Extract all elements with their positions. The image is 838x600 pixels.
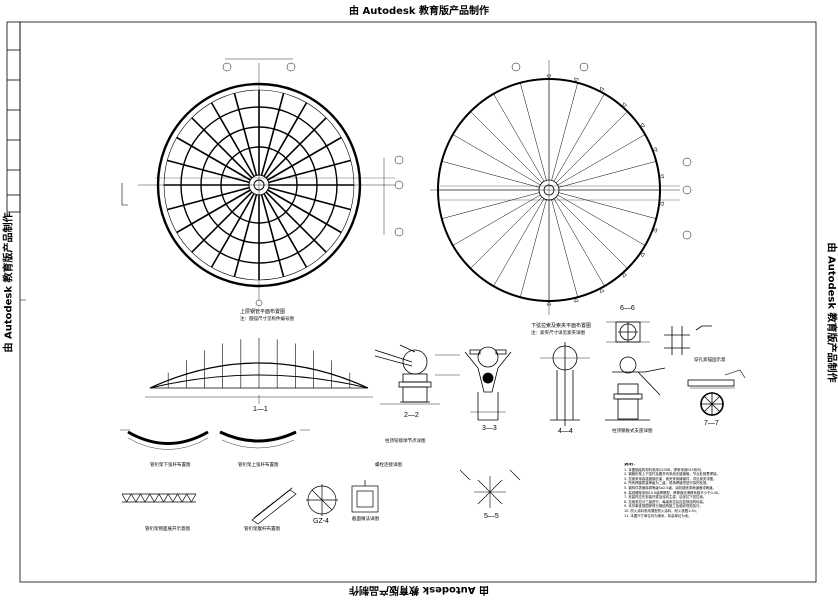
- left-plan-note: 注：圆弧尺寸见构件编号图: [240, 317, 294, 322]
- note-line: 6. 高强螺栓采用10.9级摩擦型，摩擦面抗滑移系数不小于0.45。: [624, 490, 722, 495]
- truss-side-unfold: [121, 487, 297, 525]
- detail-4-4: [540, 342, 590, 426]
- left-title-strip: [6, 21, 21, 213]
- detail-3-3: [464, 346, 512, 421]
- caption-lower-chord: 管桁架下弦杆布置图: [150, 463, 191, 468]
- gz4-detail: [306, 484, 338, 516]
- section-3-3-label: 3—3: [482, 425, 497, 432]
- lower-chord-plan: [120, 429, 310, 450]
- section-1-1-label: 1—1: [253, 406, 268, 413]
- note-line: 7. 安装时应先安装环梁及径向主梁，后张拉下弦拉索。: [624, 495, 707, 500]
- caption-cable-anchor: 穿孔索锚固示意: [694, 358, 726, 363]
- note-line: 3. 拉索采用高强度钢丝束，索夹采用铸钢件，详见索夹详图。: [624, 476, 717, 481]
- upper-steel-plan: [121, 58, 404, 307]
- detail-7-7: [687, 369, 746, 416]
- watermark-left: 由 Autodesk 教育版产品制作: [3, 212, 15, 353]
- note-line: 5. 钢构件表面除锈等级Sa2.5级，涂防锈底漆两道面漆两道。: [624, 485, 716, 490]
- right-plan-note: 注：索夹尺寸详见索夹详图: [531, 331, 585, 336]
- caption-column-base: 柱顶钢板式支座详图: [612, 429, 653, 434]
- detail-2-2: [374, 344, 460, 405]
- column-base-detail: [605, 356, 666, 421]
- note-line: 11. 本图尺寸单位均为毫米，标高单位为米。: [624, 513, 692, 518]
- section-4-4-label: 4—4: [558, 428, 573, 435]
- general-notes: 说明： 1. 本图钢结构材料采用Q235B，焊条采用E43系列。 2. 钢管桁架…: [624, 463, 746, 518]
- caption-web-plan: 管桁架腹杆布置图: [244, 527, 280, 532]
- caption-section: 截面做法详图: [352, 517, 379, 522]
- caption-ball-joint: 柱顶铰接球节点详图: [385, 439, 426, 444]
- detail-6-6: [606, 321, 650, 343]
- note-line: 4. 所有焊缝质量等级为二级，现场焊缝须进行探伤检测。: [624, 481, 710, 486]
- note-line: 8. 拉索张拉分三级进行，每级张拉后应复核结构标高。: [624, 499, 707, 504]
- section-7-7-label: 7—7: [704, 420, 719, 427]
- watermark-top: 由 Autodesk 教育版产品制作: [348, 6, 489, 17]
- outer-frame: [19, 21, 817, 583]
- note-line: 10. 防火涂料采用薄型防火涂料，耐火极限1.5h。: [624, 508, 700, 513]
- watermark-right: 由 Autodesk 教育版产品制作: [825, 242, 837, 383]
- section-5-5-label: 5—5: [484, 513, 499, 520]
- lower-cable-plan: [430, 60, 692, 315]
- left-plan-title: 上层钢管平面布置图: [240, 309, 286, 315]
- note-line: 9. 未尽事宜按国家现行钢结构施工及验收规范执行。: [624, 504, 703, 509]
- gz4-label: GZ-4: [313, 518, 329, 525]
- cable-anchor-detail: [664, 325, 712, 355]
- caption-side-unfold: 管桁架侧面展开示意图: [145, 527, 190, 532]
- watermark-bottom: 由 Autodesk 教育版产品制作: [349, 584, 490, 595]
- caption-upper-chord: 管桁架上弦杆布置图: [238, 463, 279, 468]
- notes-title: 说明：: [624, 463, 638, 467]
- note-line: 1. 本图钢结构材料采用Q235B，焊条采用E43系列。: [624, 467, 704, 472]
- detail-5-5: [459, 469, 521, 508]
- note-line: 2. 钢管桁架上下弦杆及腹杆均采用无缝钢管，节点处相贯焊接。: [624, 472, 720, 477]
- section-plate-detail: [351, 480, 379, 513]
- caption-bolt: 螺栓连接详图: [375, 463, 402, 468]
- section-6-6-label: 6—6: [620, 305, 635, 312]
- right-plan-title: 下弦拉索及索夹平面布置图: [531, 323, 592, 329]
- section-2-2-label: 2—2: [404, 412, 419, 419]
- truss-elevation-1-1: [145, 338, 373, 404]
